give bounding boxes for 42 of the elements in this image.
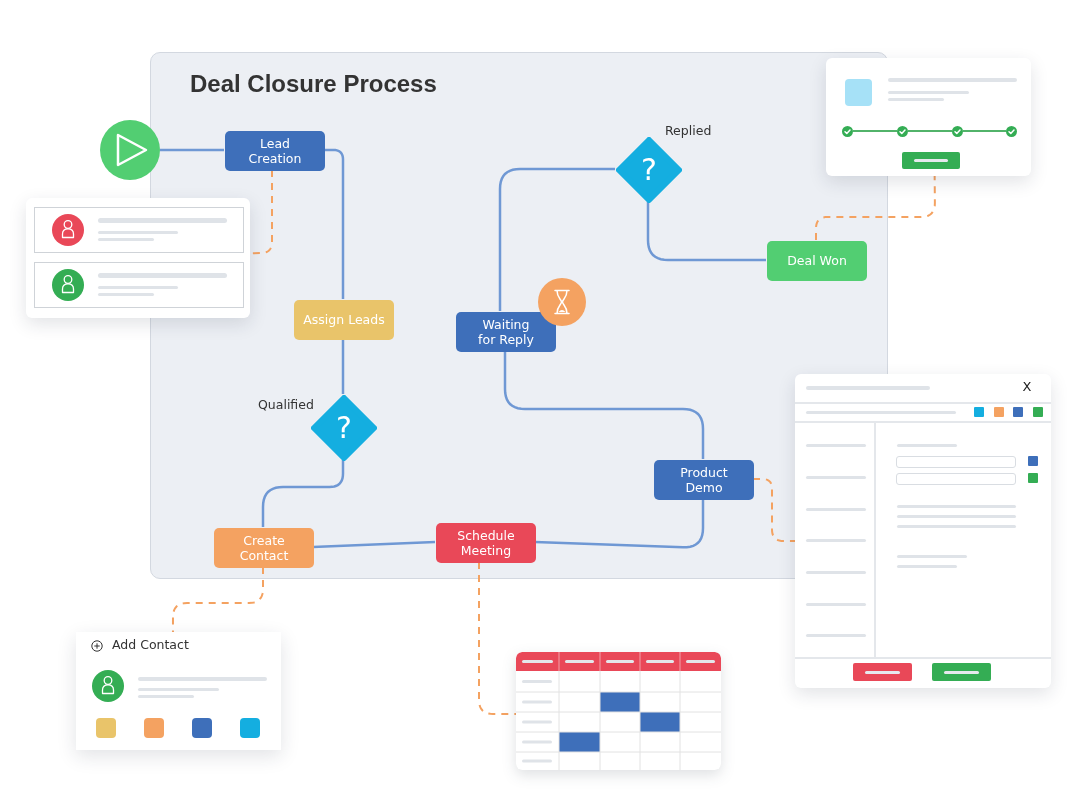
process-box xyxy=(294,300,394,340)
progress-card xyxy=(826,58,1031,176)
flow-connector xyxy=(324,148,345,299)
flow-connector xyxy=(503,351,705,459)
decision-label: Replied xyxy=(665,123,712,138)
process-box xyxy=(225,131,325,171)
node-label: Deal Won xyxy=(787,253,847,269)
decision-label: Qualified xyxy=(258,397,314,412)
decision-diamond xyxy=(616,137,682,203)
process-box xyxy=(436,523,536,563)
question-mark: ? xyxy=(641,153,657,187)
flow-connector xyxy=(160,148,224,152)
card-heading: Add Contact xyxy=(112,637,189,652)
dashed-connector xyxy=(478,561,517,715)
panel-title: Deal Closure Process xyxy=(190,70,437,98)
contact-card xyxy=(76,632,281,750)
dashed-connector xyxy=(752,478,796,543)
node-label: Assign Leads xyxy=(303,312,385,328)
flow-connector xyxy=(498,167,615,311)
node-label: Create Contact xyxy=(238,532,290,564)
close-label: X xyxy=(1021,378,1033,396)
process-box xyxy=(767,241,867,281)
node-label: Schedule Meeting xyxy=(456,527,516,559)
process-box xyxy=(214,528,314,568)
flow-connector xyxy=(646,202,766,262)
decision-diamond xyxy=(311,395,377,461)
process-box xyxy=(654,460,754,500)
start-circle xyxy=(100,120,160,180)
dashed-connector xyxy=(815,175,936,241)
flow-connector xyxy=(534,499,705,549)
flow-connector xyxy=(341,339,345,394)
question-mark: ? xyxy=(336,411,352,445)
node-label: Lead Creation xyxy=(247,135,303,167)
process-box xyxy=(456,312,556,352)
node-label: Waiting for Reply xyxy=(477,316,535,348)
form-window xyxy=(795,374,1051,688)
flow-connector xyxy=(261,460,345,527)
contact-list-card xyxy=(26,198,250,318)
dashed-connector xyxy=(171,566,264,633)
flow-connector xyxy=(312,540,436,549)
calendar-table xyxy=(516,652,721,770)
node-label: Product Demo xyxy=(679,464,729,496)
